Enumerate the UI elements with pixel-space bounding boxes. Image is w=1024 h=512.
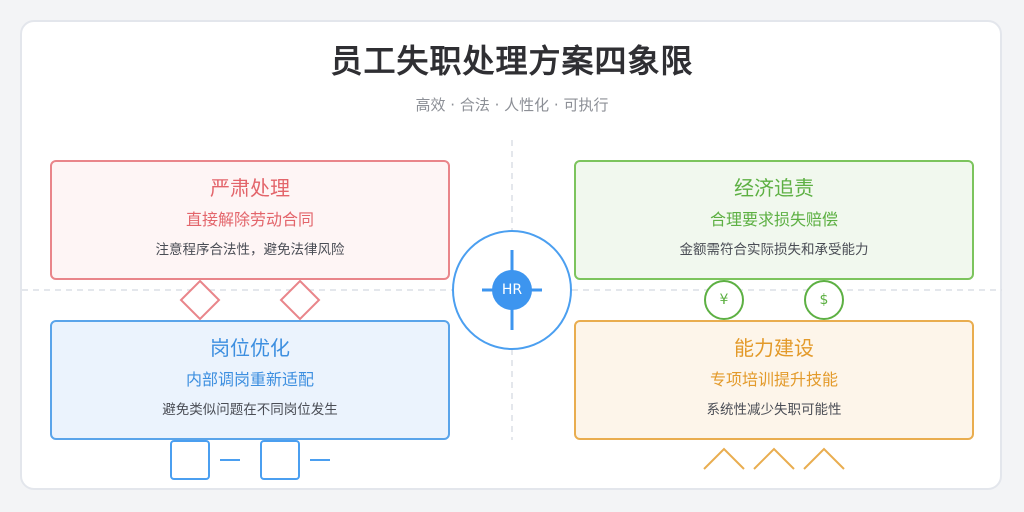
quadrant-subtitle: 合理要求损失赔偿 [709,210,838,229]
quadrant-description: 避免类似问题在不同岗位发生 [162,402,338,418]
quadrant-title: 经济追责 [734,176,814,200]
transfer-dash-icon [310,459,330,461]
quadrant-subtitle: 内部调岗重新适配 [185,370,314,389]
page-subtitle: 高效 · 合法 · 人性化 · 可执行 [415,96,609,114]
quadrant-description: 系统性减少失职可能性 [706,402,842,418]
quadrant-economic-liability: 经济追责 合理要求损失赔偿 金额需符合实际损失和承受能力 [574,160,974,280]
quadrant-strict-handling: 严肃处理 直接解除劳动合同 注意程序合法性，避免法律风险 [50,160,450,280]
page-title: 员工失职处理方案四象限 [330,42,694,80]
quadrant-title: 能力建设 [734,336,814,360]
quadrant-title: 岗位优化 [210,336,290,360]
growth-chevron-icon [703,447,745,470]
quadrant-capability-building: 能力建设 专项培训提升技能 系统性减少失职可能性 [574,320,974,440]
quadrant-subtitle: 直接解除劳动合同 [185,210,314,229]
transfer-box-icon [260,440,300,480]
hr-badge: HR [492,270,532,310]
quadrant-position-optimization: 岗位优化 内部调岗重新适配 避免类似问题在不同岗位发生 [50,320,450,440]
yen-coin-icon: ¥ [704,280,744,320]
quadrant-description: 注意程序合法性，避免法律风险 [155,242,345,258]
growth-chevron-icon [753,447,795,470]
quadrant-description: 金额需符合实际损失和承受能力 [679,242,869,258]
warning-diamond-icon [179,279,221,321]
growth-chevron-icon [803,447,845,470]
transfer-box-icon [170,440,210,480]
warning-diamond-icon [279,279,321,321]
quadrant-subtitle: 专项培训提升技能 [709,370,838,389]
transfer-dash-icon [220,459,240,461]
dollar-coin-icon: $ [804,280,844,320]
quadrant-title: 严肃处理 [210,176,290,200]
